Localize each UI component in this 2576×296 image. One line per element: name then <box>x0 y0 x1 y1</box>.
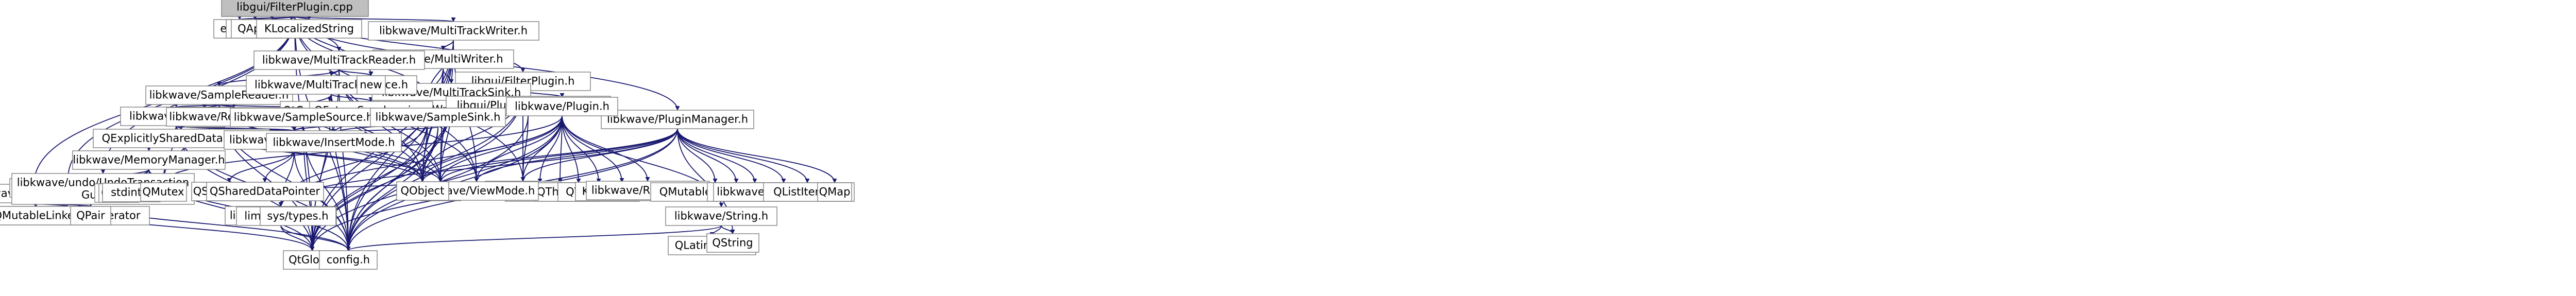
graph-node[interactable]: libkwave/Plugin.h <box>506 97 618 116</box>
node-box <box>206 182 324 201</box>
node-box <box>706 233 759 253</box>
graph-node[interactable]: config.h <box>319 250 378 270</box>
dependency-edge <box>346 126 438 251</box>
graph-node[interactable]: libkwave/MultiTrackWriter.h <box>368 21 539 41</box>
node-box <box>368 21 539 41</box>
node-label: QSharedDataPointer <box>210 185 320 198</box>
node-box <box>140 182 187 202</box>
dependency-edge <box>677 128 810 183</box>
node-label: libkwave/MultiTrackWriter.h <box>379 25 528 37</box>
node-box <box>601 110 754 129</box>
dependency-edge <box>537 115 563 183</box>
node-label: sys/types.h <box>267 210 328 222</box>
node-box <box>506 97 618 116</box>
node-label: libkwave/PluginManager.h <box>607 113 748 126</box>
node-label: QMap <box>819 186 851 198</box>
root-node[interactable]: libgui/FilterPlugin.cpp <box>221 0 369 17</box>
node-label: config.h <box>327 254 370 266</box>
node-label: QString <box>712 237 753 249</box>
dependency-edge <box>346 118 428 251</box>
node-label: new <box>360 79 382 91</box>
node-box <box>256 19 362 39</box>
graph-node[interactable]: KLocalizedString <box>256 19 362 39</box>
graph-node[interactable]: QMap <box>817 182 852 202</box>
node-label: libkwave/MemoryManager.h <box>73 154 225 166</box>
dependency-edge <box>474 128 678 182</box>
node-box <box>817 182 852 202</box>
graph-node[interactable]: sys/types.h <box>260 206 336 226</box>
node-box <box>319 250 378 270</box>
node-layer: libgui/FilterPlugin.cpperrno.hunistd.hQA… <box>0 0 855 270</box>
node-box <box>665 206 777 226</box>
node-box <box>260 206 336 226</box>
dependency-edge <box>721 225 735 234</box>
dependency-edge <box>677 128 739 183</box>
node-label: libkwave/Plugin.h <box>515 100 609 113</box>
node-box <box>370 108 506 127</box>
node-box <box>396 181 449 201</box>
graph-node[interactable]: QMutex <box>140 182 187 202</box>
dependency-edge <box>474 115 563 182</box>
graph-node[interactable]: libkwave/SampleSource.h <box>230 108 378 127</box>
dependency-edge <box>346 225 722 251</box>
graph-node[interactable]: new <box>357 75 386 95</box>
dependency-edge <box>562 115 581 183</box>
graph-node[interactable]: QString <box>706 233 759 253</box>
dependency-edge <box>520 114 529 182</box>
graph-node[interactable]: libkwave/MultiTrackSource.h <box>246 75 417 95</box>
node-label: KLocalizedString <box>264 23 354 35</box>
dependency-edge <box>294 16 455 22</box>
node-box <box>253 50 425 70</box>
node-label: QPair <box>76 210 105 222</box>
graph-node[interactable]: QSharedDataPointer <box>206 182 324 201</box>
dependency-edge <box>227 149 295 183</box>
graph-node[interactable]: QPair <box>70 206 111 225</box>
node-box <box>70 206 111 225</box>
node-label: libkwave/MultiTrackReader.h <box>262 54 416 66</box>
node-box <box>266 133 402 152</box>
dependency-edge <box>677 128 837 183</box>
graph-node[interactable]: libkwave/PluginManager.h <box>601 110 754 129</box>
node-box <box>221 0 369 17</box>
graph-node[interactable]: libkwave/MultiTrackReader.h <box>253 50 425 70</box>
node-label: libgui/FilterPlugin.cpp <box>236 1 353 13</box>
graph-node[interactable]: libkwave/String.h <box>665 206 777 226</box>
dependency-edge <box>557 115 563 183</box>
graph-node[interactable]: QObject <box>396 181 449 201</box>
dependency-edge <box>438 128 678 183</box>
graph-node[interactable]: libgui/FilterPlugin.h <box>455 72 591 91</box>
node-label: libkwave/SampleSource.h <box>234 111 373 124</box>
graph-node[interactable]: libkwave/InsertMode.h <box>266 133 402 152</box>
node-box <box>246 75 417 95</box>
dependency-edge <box>346 90 523 251</box>
node-label: QObject <box>401 185 445 197</box>
node-label: libkwave/InsertMode.h <box>273 136 395 149</box>
dependency-edge <box>280 224 315 251</box>
node-label: libkwave/String.h <box>674 210 768 222</box>
node-box <box>72 150 226 170</box>
dependency-edge <box>562 115 624 183</box>
dependency-edge <box>520 115 563 182</box>
dependency-edge <box>562 115 601 183</box>
dependency-edge <box>677 128 757 183</box>
dependency-edge <box>338 69 374 76</box>
node-box <box>357 75 386 95</box>
node-label: libkwave/SampleSink.h <box>376 111 501 124</box>
dependency-edge <box>677 128 786 183</box>
dependency-edge <box>262 149 295 183</box>
graph-node[interactable]: libkwave/SampleSink.h <box>370 108 506 127</box>
dependency-edge <box>677 128 718 183</box>
node-label: QMutex <box>142 186 184 198</box>
graph-node[interactable]: libkwave/MemoryManager.h <box>72 150 226 170</box>
dependency-edge <box>331 94 374 102</box>
